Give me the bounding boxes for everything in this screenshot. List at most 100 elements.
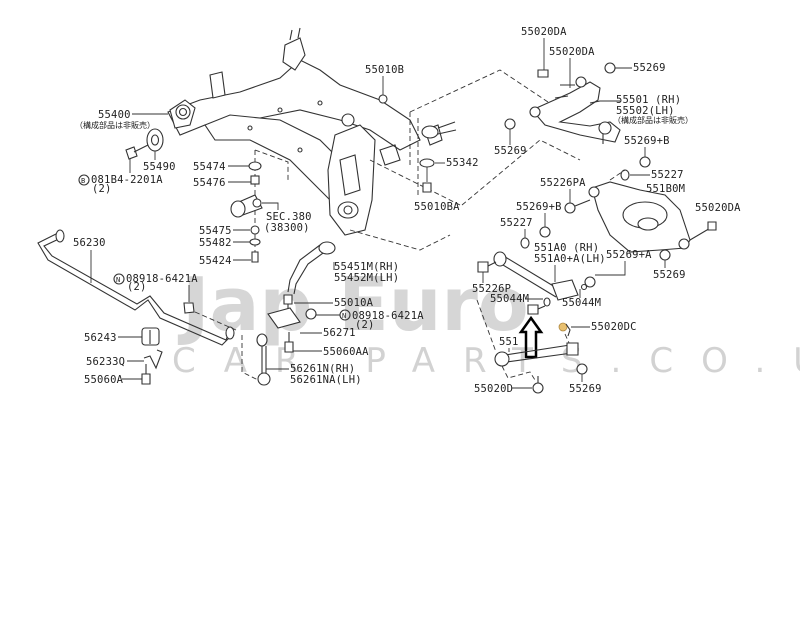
part-number-55451M[interactable]: 55451M(RH): [334, 261, 399, 273]
callout-081B4-2201A: B 081B4-2201A (2): [78, 144, 163, 195]
part-number-55474[interactable]: 55474: [193, 161, 226, 173]
callout-55482: 55482: [199, 237, 250, 249]
watermark-brand: Jap Euro: [177, 262, 529, 348]
part-number-56233Q[interactable]: 56233Q: [86, 356, 125, 368]
part-number-55476[interactable]: 55476: [193, 177, 226, 189]
section-reference-380[interactable]: SEC.380: [266, 211, 312, 223]
upper-control-arm: [529, 76, 621, 144]
quantity-081B4: (2): [92, 183, 112, 195]
part-number-55342[interactable]: 55342: [446, 157, 479, 169]
diff-mount-parts: [230, 149, 289, 263]
part-number-55501[interactable]: 55501 (RH): [616, 94, 681, 106]
callout-55501: 55501 (RH) 55502(LH) （構成部品は非販売）: [589, 94, 693, 125]
part-number-55424[interactable]: 55424: [199, 255, 232, 267]
part-number-55060AA[interactable]: 55060AA: [323, 346, 369, 358]
callout-55020DA-1: 55020DA: [521, 26, 567, 78]
callout-55020DA-2: 55020DA: [549, 46, 595, 88]
part-number-55269B-2[interactable]: 55269+B: [516, 201, 562, 213]
arrow-indicator-icon: [518, 315, 544, 359]
part-number-55475[interactable]: 55475: [199, 225, 232, 237]
watermark: Jap Euro CAR PARTS.CO.UK: [172, 262, 800, 381]
part-number-55482[interactable]: 55482: [199, 237, 232, 249]
part-number-55269A[interactable]: 55269+A: [606, 249, 652, 261]
part-number-55490[interactable]: 55490: [143, 161, 176, 173]
part-number-55010BA[interactable]: 55010BA: [414, 201, 460, 213]
part-number-55452M[interactable]: 55452M(LH): [334, 272, 399, 284]
part-number-55227[interactable]: 55227: [651, 169, 684, 181]
part-number-55044M[interactable]: 55044M: [490, 293, 529, 305]
rear-subframe: [167, 27, 457, 236]
callout-55060A: 55060A: [84, 364, 151, 386]
part-number-55269[interactable]: 55269: [633, 62, 666, 74]
callout-sec380: SEC.380 (38300): [262, 202, 312, 234]
part-number-08918-6421A-2[interactable]: 08918-6421A: [352, 310, 424, 322]
part-number-551A0[interactable]: 551A0 (RH): [534, 242, 599, 254]
part-number-08918-6421A[interactable]: 08918-6421A: [126, 273, 198, 285]
part-number-55502[interactable]: 55502(LH): [616, 105, 675, 117]
part-number-55226PA[interactable]: 55226PA: [540, 177, 586, 189]
part-number-55269B[interactable]: 55269+B: [624, 135, 670, 147]
callout-55227-1: 55227: [620, 169, 684, 181]
callout-55020DA-3: 55020DA: [695, 202, 741, 214]
callout-55400: 55400 （構成部品は非販売）: [75, 109, 168, 130]
quantity-08918-left: (2): [127, 281, 147, 293]
callout-55476: 55476: [193, 177, 251, 189]
part-number-55269-bottom[interactable]: 55269: [569, 383, 602, 395]
part-number-55269-right[interactable]: 55269: [653, 269, 686, 281]
callout-55226P: 55226P: [472, 272, 511, 295]
section-reference-38300: (38300): [264, 222, 310, 234]
quantity-08918-right: (2): [355, 319, 375, 331]
part-number-56261N[interactable]: 56261N(RH): [290, 363, 355, 375]
part-number-55020DA-3[interactable]: 55020DA: [695, 202, 741, 214]
callout-56230: 56230: [73, 237, 106, 283]
lateral-link: [477, 251, 596, 301]
part-number-55010A[interactable]: 55010A: [334, 297, 374, 309]
note-not-sold-55400: （構成部品は非販売）: [75, 120, 155, 130]
stabilizer-bar: [37, 229, 235, 346]
stabilizer-link-area: [241, 241, 336, 386]
part-number-55020DC[interactable]: 55020DC: [591, 321, 637, 333]
part-number-081B4-2201A[interactable]: 081B4-2201A: [91, 174, 163, 186]
callout-55474: 55474: [193, 161, 249, 173]
callout-55424: 55424: [199, 255, 251, 267]
part-number-56261NA[interactable]: 56261NA(LH): [290, 374, 362, 386]
callout-55269-right: 55269: [653, 260, 686, 281]
lower-control-arm: [588, 169, 717, 261]
part-number-551-partial[interactable]: 551: [499, 336, 519, 348]
part-number-55020D[interactable]: 55020D: [474, 383, 513, 395]
part-number-55010B[interactable]: 55010B: [365, 64, 404, 76]
part-number-55227-2[interactable]: 55227: [500, 217, 533, 229]
callout-56271: 56271: [300, 327, 356, 339]
callout-55269-top: 55269: [604, 62, 666, 74]
part-number-55020DA-2[interactable]: 55020DA: [549, 46, 595, 58]
callout-55060AA: 55060AA: [293, 346, 369, 358]
callout-55227-2: 55227: [500, 217, 533, 249]
callout-08918-6421A-right: N 08918-6421A (2): [316, 309, 424, 331]
callout-55490: 55490: [143, 128, 176, 173]
part-number-56243[interactable]: 56243: [84, 332, 117, 344]
callout-55451M: 55451M(RH) 55452M(LH): [333, 261, 399, 284]
callout-55475: 55475: [199, 225, 250, 237]
part-number-55269-mid[interactable]: 55269: [494, 145, 527, 157]
note-not-sold-55501: （構成部品は非販売）: [613, 115, 693, 125]
callout-55020D: 55020D: [474, 376, 544, 395]
part-number-56230[interactable]: 56230: [73, 237, 106, 249]
callout-551-partial: 551: [499, 336, 519, 352]
part-number-55226P[interactable]: 55226P: [472, 283, 511, 295]
part-number-551B0M[interactable]: 551B0M: [646, 183, 685, 195]
part-number-55044M-2[interactable]: 55044M: [562, 297, 601, 309]
part-number-56271[interactable]: 56271: [323, 327, 356, 339]
watermark-site: CAR PARTS.CO.UK: [172, 341, 800, 381]
callout-55269B-1: 55269+B: [624, 135, 670, 168]
part-number-55400[interactable]: 55400: [98, 109, 131, 121]
callout-56233Q: 56233Q: [86, 349, 163, 370]
part-number-55020DA[interactable]: 55020DA: [521, 26, 567, 38]
callout-56261N: 56261N(RH) 56261NA(LH): [266, 363, 362, 386]
callout-55010BA: 55010BA: [414, 201, 460, 213]
callout-55342: 55342: [419, 157, 479, 193]
toe-link: [476, 299, 579, 381]
part-number-55060A[interactable]: 55060A: [84, 374, 124, 386]
part-number-551A0A[interactable]: 551A0+A(LH): [534, 253, 606, 265]
nut-marker-icon-2: N: [342, 312, 346, 320]
